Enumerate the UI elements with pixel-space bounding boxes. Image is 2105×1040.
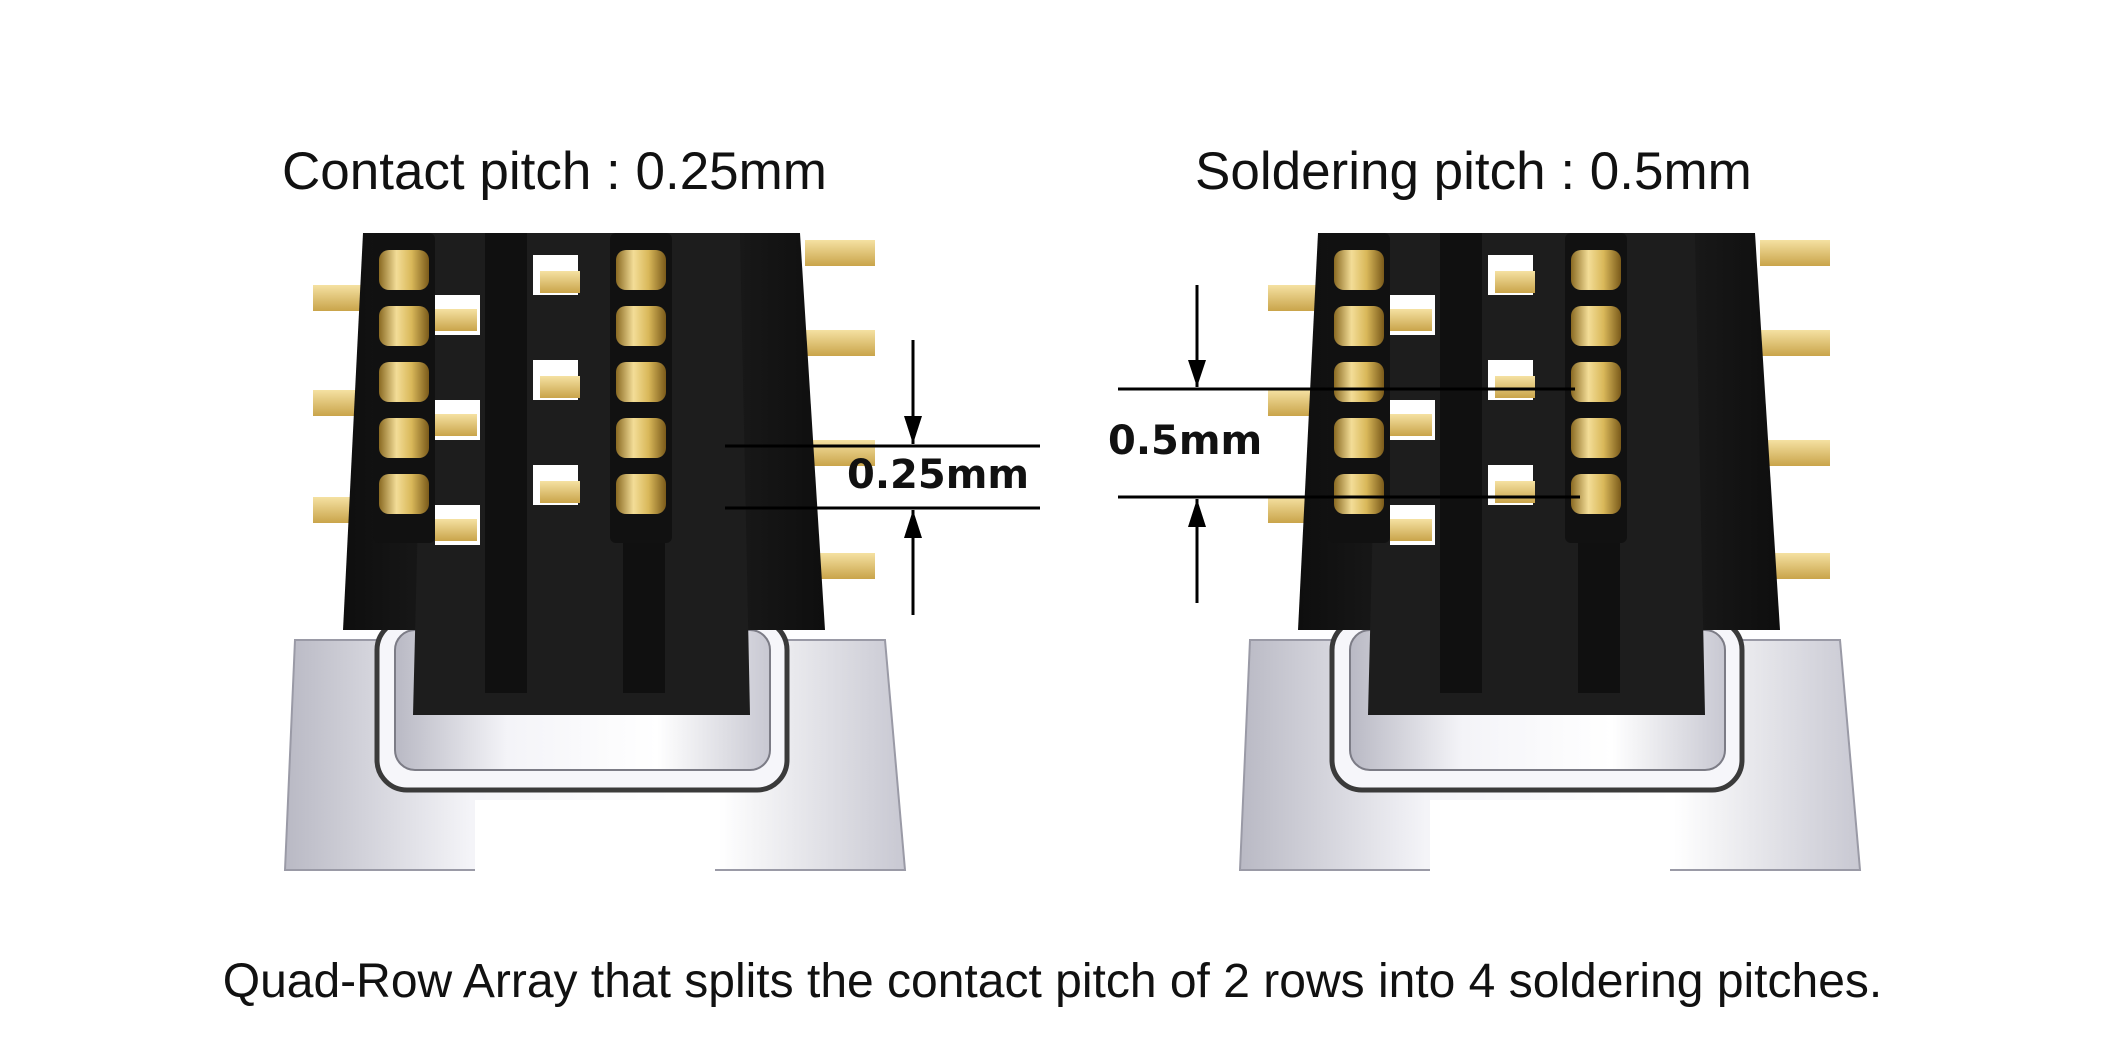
solder-pad: [1760, 440, 1830, 466]
connector-right: [1238, 233, 1862, 875]
cavity-rib: [485, 233, 527, 693]
inner-pad: [540, 376, 580, 398]
inner-pad: [1390, 309, 1432, 331]
gold-contact: [1571, 306, 1621, 346]
soldering-pitch-title: Soldering pitch : 0.5mm: [1195, 142, 1752, 201]
gold-contact: [1571, 418, 1621, 458]
solder-pad: [805, 330, 875, 356]
inner-pad: [1390, 519, 1432, 541]
gold-contact: [1571, 250, 1621, 290]
inner-pad: [1495, 481, 1535, 503]
connector-left: [283, 233, 907, 875]
gold-contact: [1571, 474, 1621, 514]
gold-contact: [616, 474, 666, 514]
cavity-rib: [1440, 233, 1482, 693]
contact-pitch-title: Contact pitch : 0.25mm: [282, 142, 827, 201]
gold-contact: [379, 418, 429, 458]
arrow-down-icon: [1188, 360, 1206, 387]
arrow-up-icon: [904, 510, 922, 538]
gold-contact: [1571, 362, 1621, 402]
gold-contact: [379, 474, 429, 514]
gold-contact: [616, 418, 666, 458]
gold-contact: [1334, 306, 1384, 346]
caption: Quad-Row Array that splits the contact p…: [222, 955, 1883, 1008]
gold-contact: [1334, 418, 1384, 458]
gold-contact: [616, 362, 666, 402]
gold-contact: [1334, 362, 1384, 402]
solder-pad: [1760, 240, 1830, 266]
inner-pad: [435, 519, 477, 541]
solder-pad: [805, 240, 875, 266]
gold-contact: [616, 250, 666, 290]
gold-contact: [616, 306, 666, 346]
solder-pad: [805, 440, 875, 466]
inner-pad: [540, 481, 580, 503]
soldering-pitch-dimension-label: 0.5mm: [1108, 418, 1263, 464]
gold-contact: [379, 362, 429, 402]
gold-contact: [1334, 250, 1384, 290]
arrow-up-icon: [1188, 499, 1206, 527]
contact-pitch-dimension-label: 0.25mm: [847, 452, 1030, 498]
inner-pad: [540, 271, 580, 293]
inner-pad: [1495, 376, 1535, 398]
inner-pad: [1495, 271, 1535, 293]
inner-pad: [435, 309, 477, 331]
gold-contact: [379, 306, 429, 346]
solder-pad: [1760, 330, 1830, 356]
gold-contact: [1334, 474, 1384, 514]
arrow-down-icon: [904, 416, 922, 444]
inner-pad: [1390, 414, 1432, 436]
shell-notch: [1430, 800, 1670, 875]
dimension-lines: [725, 285, 1580, 615]
inner-pad: [435, 414, 477, 436]
shell-notch: [475, 800, 715, 875]
gold-contact: [379, 250, 429, 290]
